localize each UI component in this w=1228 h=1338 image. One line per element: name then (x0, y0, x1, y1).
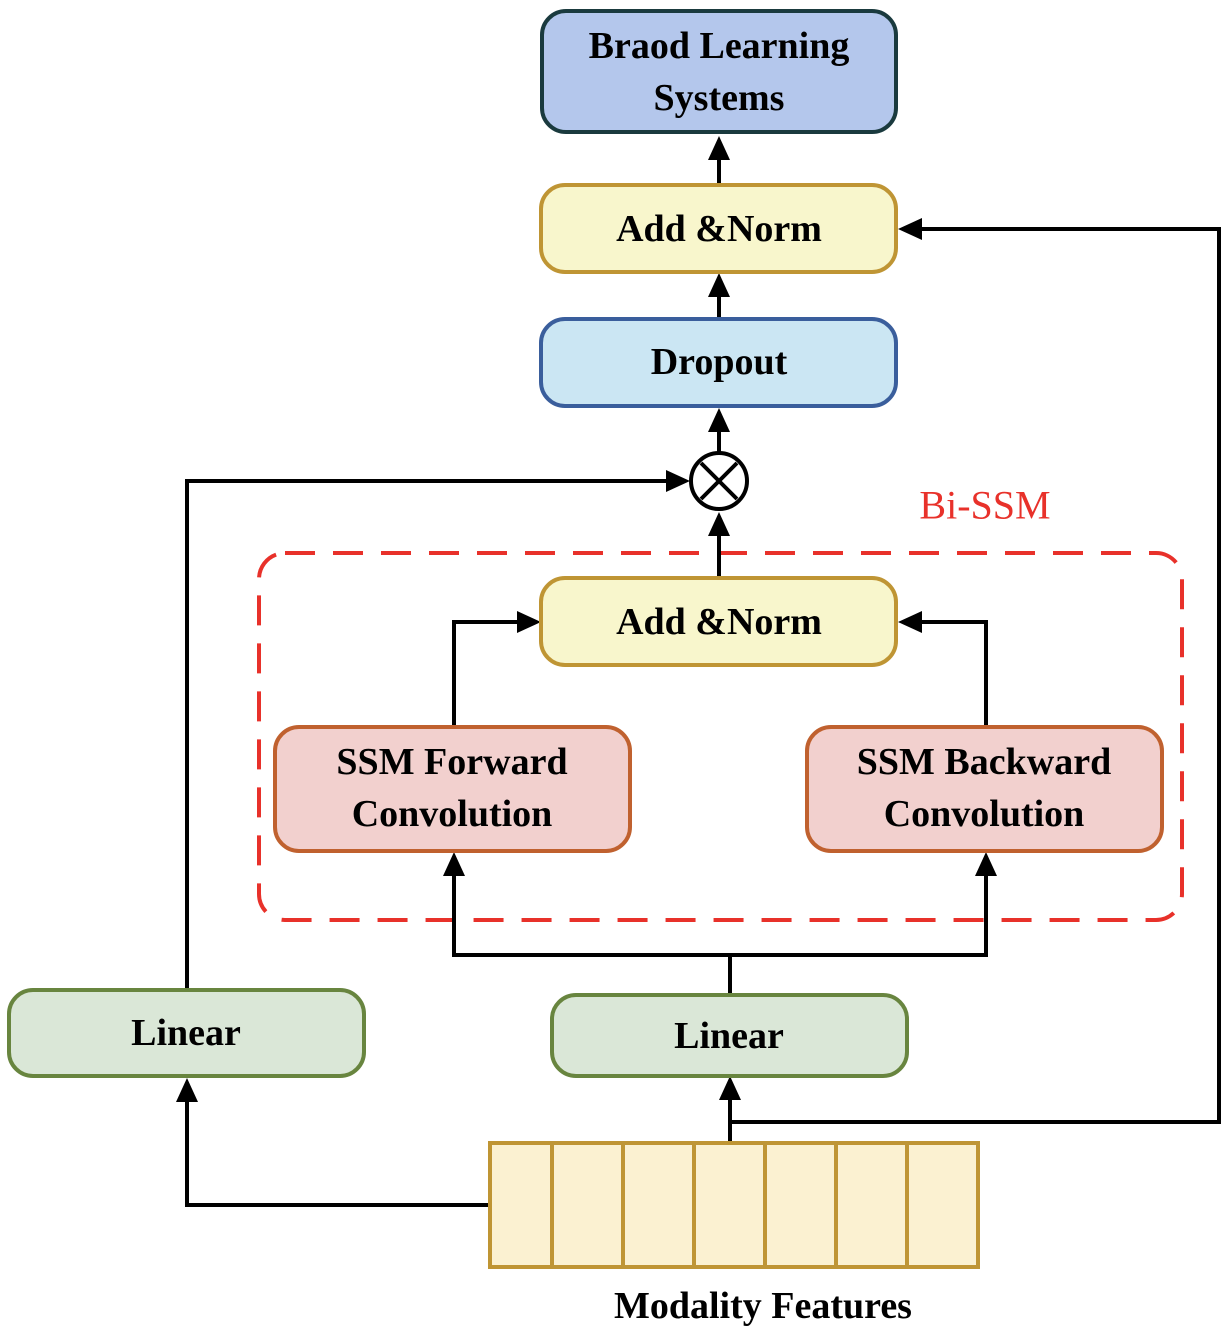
arrowhead-up (975, 852, 997, 876)
arrowhead-up (443, 852, 465, 876)
connections (176, 136, 1221, 1207)
linear-left-label: Linear (131, 1012, 241, 1054)
wire-linear-left-to-multiply (185, 479, 666, 990)
ssm-forward-label-line1: SSM Forward (336, 741, 567, 783)
dropout-box (539, 317, 898, 408)
wire-ssm-forward-to-add-norm (452, 620, 517, 727)
dropout-label: Dropout (651, 341, 788, 383)
ssm-backward-label-line2: Convolution (884, 793, 1085, 835)
arrowhead-up (719, 1076, 741, 1100)
ssm-backward-box (805, 725, 1164, 853)
arrowhead-right (666, 470, 690, 492)
node-add-norm-inner: Add &Norm (539, 576, 898, 667)
bls-label-line1: Braod Learning (589, 25, 850, 67)
arrowhead-up (708, 136, 730, 160)
node-add-norm-top: Add &Norm (539, 183, 898, 274)
wire-ssm-backward-to-add-norm (922, 620, 988, 727)
arrowhead-left (898, 218, 922, 240)
node-ssm-backward: SSM Backward Convolution (805, 725, 1164, 853)
modality-features-strip (488, 1141, 980, 1269)
bi-ssm-label: Bi-SSM (919, 483, 1050, 528)
node-modality-features: Modality Features (488, 1141, 980, 1327)
wire-split-to-ssm-forward (452, 876, 730, 957)
linear-mid-label: Linear (674, 1015, 784, 1057)
wire-features-to-linear-left (185, 1102, 490, 1207)
arrowhead-right (517, 611, 541, 633)
add-norm-top-label: Add &Norm (616, 208, 822, 250)
arrowhead-up (176, 1078, 198, 1102)
arrowhead-left (898, 611, 922, 633)
bls-box (540, 9, 898, 134)
bls-label-line2: Systems (654, 77, 785, 119)
ssm-forward-label-line2: Convolution (352, 793, 553, 835)
add-norm-top-box (539, 183, 898, 274)
linear-mid-box (550, 993, 909, 1078)
arrowhead-up (708, 273, 730, 297)
node-ssm-forward: SSM Forward Convolution (273, 725, 632, 853)
node-dropout: Dropout (539, 317, 898, 408)
wire-split-to-ssm-backward (730, 876, 988, 957)
multiply-cross-line (699, 461, 739, 501)
node-linear-left: Linear (7, 988, 366, 1078)
wire-residual-to-add-norm-top (730, 227, 1221, 1124)
arrowhead-up (708, 512, 730, 536)
linear-left-box (7, 988, 366, 1078)
ssm-backward-label-line1: SSM Backward (857, 741, 1111, 783)
add-norm-inner-box (539, 576, 898, 667)
arrowhead-up (708, 408, 730, 432)
add-norm-inner-label: Add &Norm (616, 601, 822, 643)
node-broad-learning-systems: Braod Learning Systems (540, 9, 898, 134)
ssm-forward-box (273, 725, 632, 853)
modality-features-label: Modality Features (614, 1285, 912, 1327)
node-multiply (689, 451, 749, 511)
feature-cell (488, 1141, 554, 1269)
node-linear-mid: Linear (550, 993, 909, 1078)
